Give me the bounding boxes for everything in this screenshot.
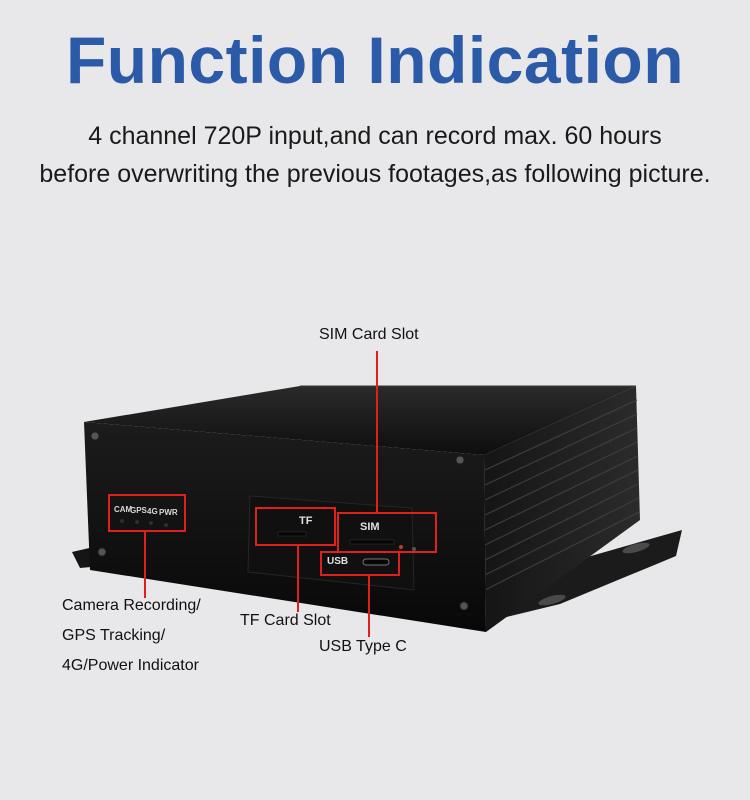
indicator-callout-line-1: Camera Recording/ [62, 597, 201, 614]
subtitle-line-2: before overwriting the previous footages… [39, 160, 711, 188]
usb-port-label: USB [327, 556, 348, 567]
device-top-face [84, 386, 636, 455]
sim-slot-label: SIM [360, 521, 380, 533]
tf-slot-label: TF [299, 515, 313, 527]
usb-type-c-callout: USB Type C [319, 638, 407, 655]
screws [90, 431, 469, 611]
heatsink-fins [484, 399, 640, 591]
sim-card-slot [349, 539, 395, 545]
tf-card-slot-callout: TF Card Slot [240, 612, 331, 629]
tf-card-slot [277, 531, 307, 537]
indicator-label-4g: 4G [147, 507, 158, 516]
sim-card-slot-callout: SIM Card Slot [319, 326, 419, 343]
usb-highlight-box [320, 551, 400, 576]
tf-highlight-box [255, 507, 336, 546]
indicator-label-pwr: PWR [159, 508, 178, 517]
indicator-leds [120, 519, 168, 527]
indicator-highlight-box [108, 494, 186, 532]
indicator-callout-line-3: 4G/Power Indicator [62, 657, 199, 674]
indicator-callout-line-2: GPS Tracking/ [62, 627, 166, 644]
indicator-label-gps: GPS [130, 506, 148, 515]
indicator-label-cam: CAM [114, 505, 133, 514]
usb-type-c-port [362, 558, 390, 566]
page-title: Function Indication [65, 23, 685, 97]
subtitle-line-1: 4 channel 720P input,and can record max.… [88, 122, 662, 150]
